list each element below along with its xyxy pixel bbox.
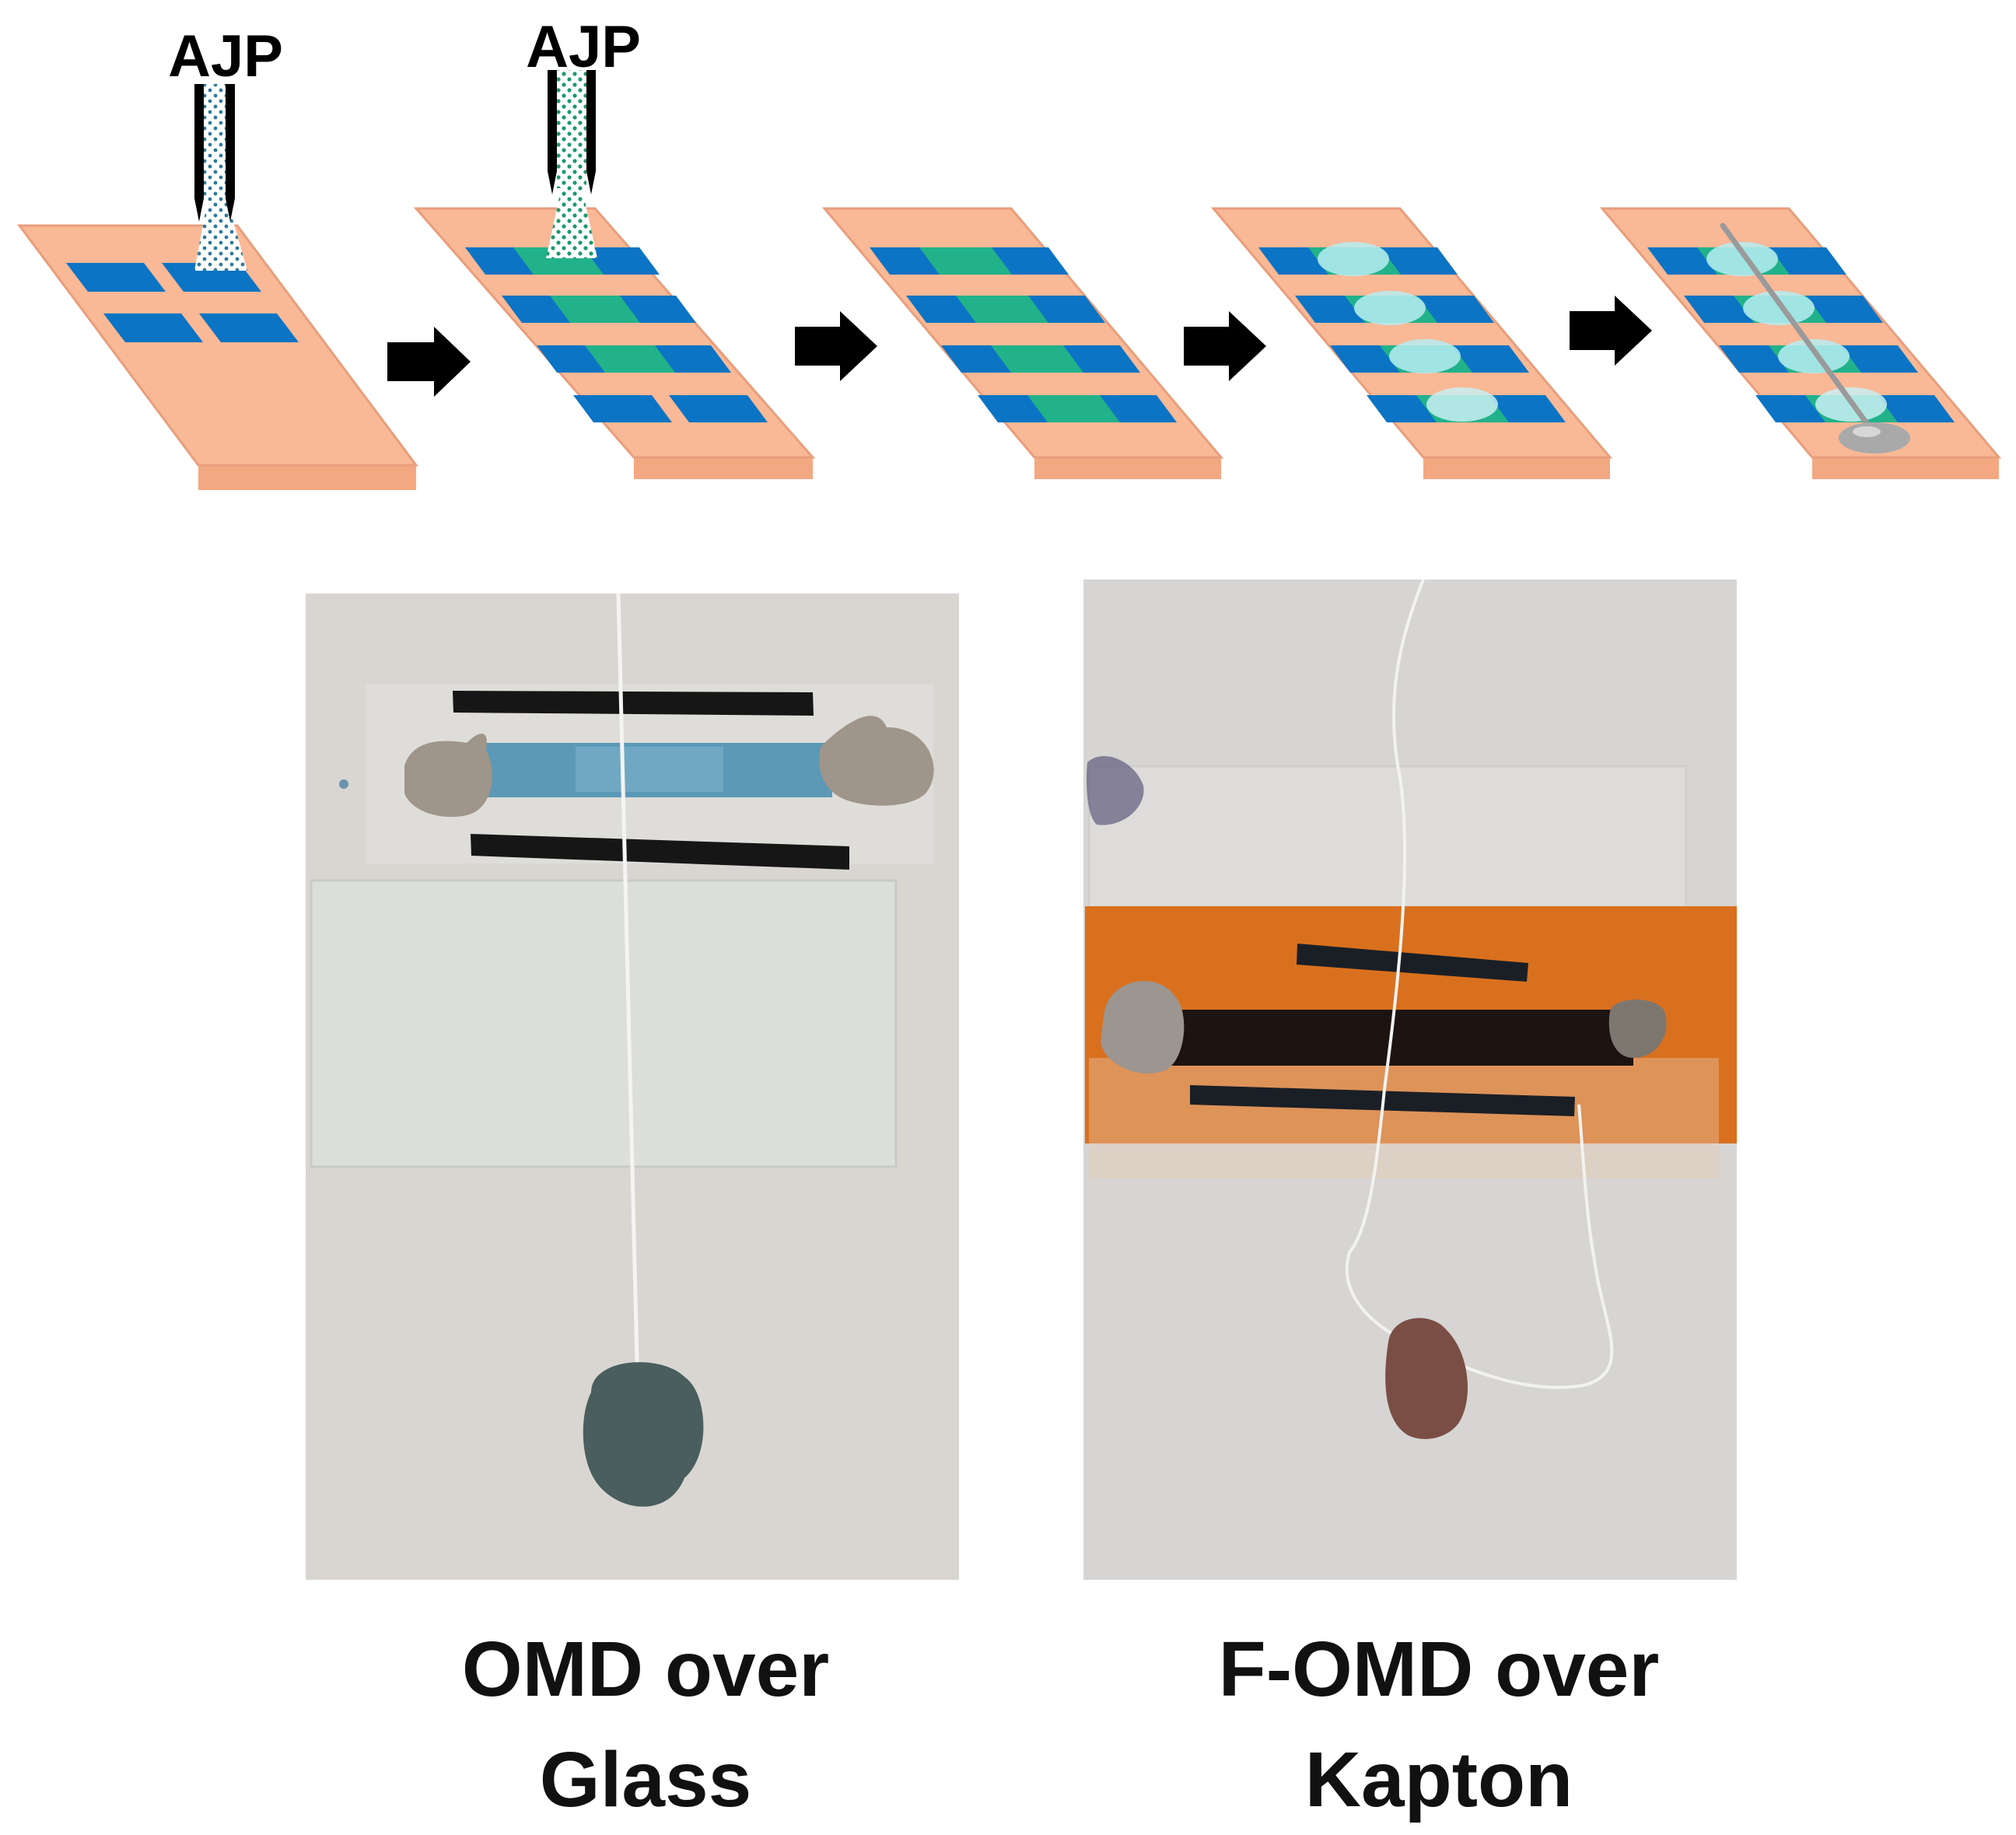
- step-1-panel: AJP: [17, 23, 418, 490]
- gate-electrode: [583, 1362, 704, 1507]
- silver-contact-left: [404, 734, 492, 818]
- process-arrow: [1184, 311, 1266, 381]
- channel: [550, 296, 640, 323]
- substrate-side: [1034, 457, 1221, 479]
- electrode: [66, 263, 166, 292]
- substrate-side: [1812, 457, 1999, 479]
- caption-fomd-kapton: F-OMD over Kapton: [1089, 1614, 1789, 1835]
- channel: [919, 247, 1012, 275]
- contact-line-top: [1297, 944, 1528, 982]
- electrode: [103, 313, 203, 342]
- electrolyte-droplet: [1389, 339, 1461, 373]
- nozzle-label: AJP: [168, 23, 283, 89]
- step-2-panel: AJP: [413, 14, 816, 479]
- clear-tape-overlay: [1089, 1058, 1719, 1178]
- gate-wire: [1720, 222, 1876, 435]
- ink-smudge: [1086, 755, 1144, 825]
- electrolyte-droplet: [1706, 242, 1778, 276]
- nozzle-icon: [194, 84, 204, 222]
- caption-line: OMD over: [461, 1626, 830, 1713]
- process-arrow: [795, 311, 877, 381]
- channel-blue-highlight: [576, 747, 723, 792]
- aerosol-spray: [546, 187, 597, 258]
- electrolyte-droplet: [1354, 291, 1426, 325]
- electrode: [669, 395, 768, 422]
- substrate-side: [1423, 457, 1610, 479]
- debris-dot: [339, 779, 348, 789]
- step-5-panel: [1599, 207, 2002, 479]
- caption-line: Kapton: [1304, 1736, 1573, 1823]
- process-arrow: [1570, 296, 1652, 366]
- step-4-panel: [1210, 207, 1613, 479]
- photo-omd-glass: [306, 593, 959, 1580]
- contact-line-bottom: [471, 834, 849, 870]
- electrolyte-droplet: [1778, 339, 1850, 373]
- aerosol-spray: [194, 194, 247, 271]
- nozzle-icon: [226, 84, 235, 222]
- electrode: [573, 395, 672, 422]
- electrode: [199, 313, 299, 342]
- step-3-panel: [821, 207, 1224, 479]
- gate-wire: [1345, 579, 1614, 1389]
- gate-wire: [616, 593, 640, 1393]
- substrate-side: [198, 465, 416, 490]
- nozzle-icon: [586, 70, 596, 194]
- contact-line-top: [453, 691, 814, 716]
- silver-contact-right: [1608, 1000, 1667, 1058]
- glass-slide: [310, 879, 898, 1168]
- channel: [585, 345, 675, 373]
- channel: [991, 345, 1083, 373]
- substrate-side: [634, 457, 813, 479]
- electrolyte-droplet: [1318, 242, 1389, 276]
- channel: [1027, 395, 1120, 422]
- gate-electrode-blob: [1853, 426, 1881, 437]
- nozzle-jet: [204, 84, 226, 201]
- electrolyte-droplet: [1743, 291, 1815, 325]
- process-arrow: [387, 327, 471, 397]
- photo-fomd-kapton: [1083, 579, 1737, 1580]
- electrolyte-droplet: [1426, 387, 1498, 422]
- silver-contact-left: [1101, 981, 1185, 1074]
- silver-contact-right: [819, 716, 934, 806]
- gate-electrode: [1385, 1318, 1468, 1439]
- nozzle-label: AJP: [526, 14, 641, 80]
- caption-line: F-OMD over: [1218, 1626, 1660, 1713]
- gate-electrode-blob: [1839, 422, 1910, 453]
- caption-line: Glass: [539, 1736, 752, 1823]
- nozzle-jet: [557, 70, 586, 188]
- channel: [956, 296, 1048, 323]
- nozzle-icon: [548, 70, 557, 194]
- caption-omd-glass: OMD over Glass: [296, 1614, 996, 1835]
